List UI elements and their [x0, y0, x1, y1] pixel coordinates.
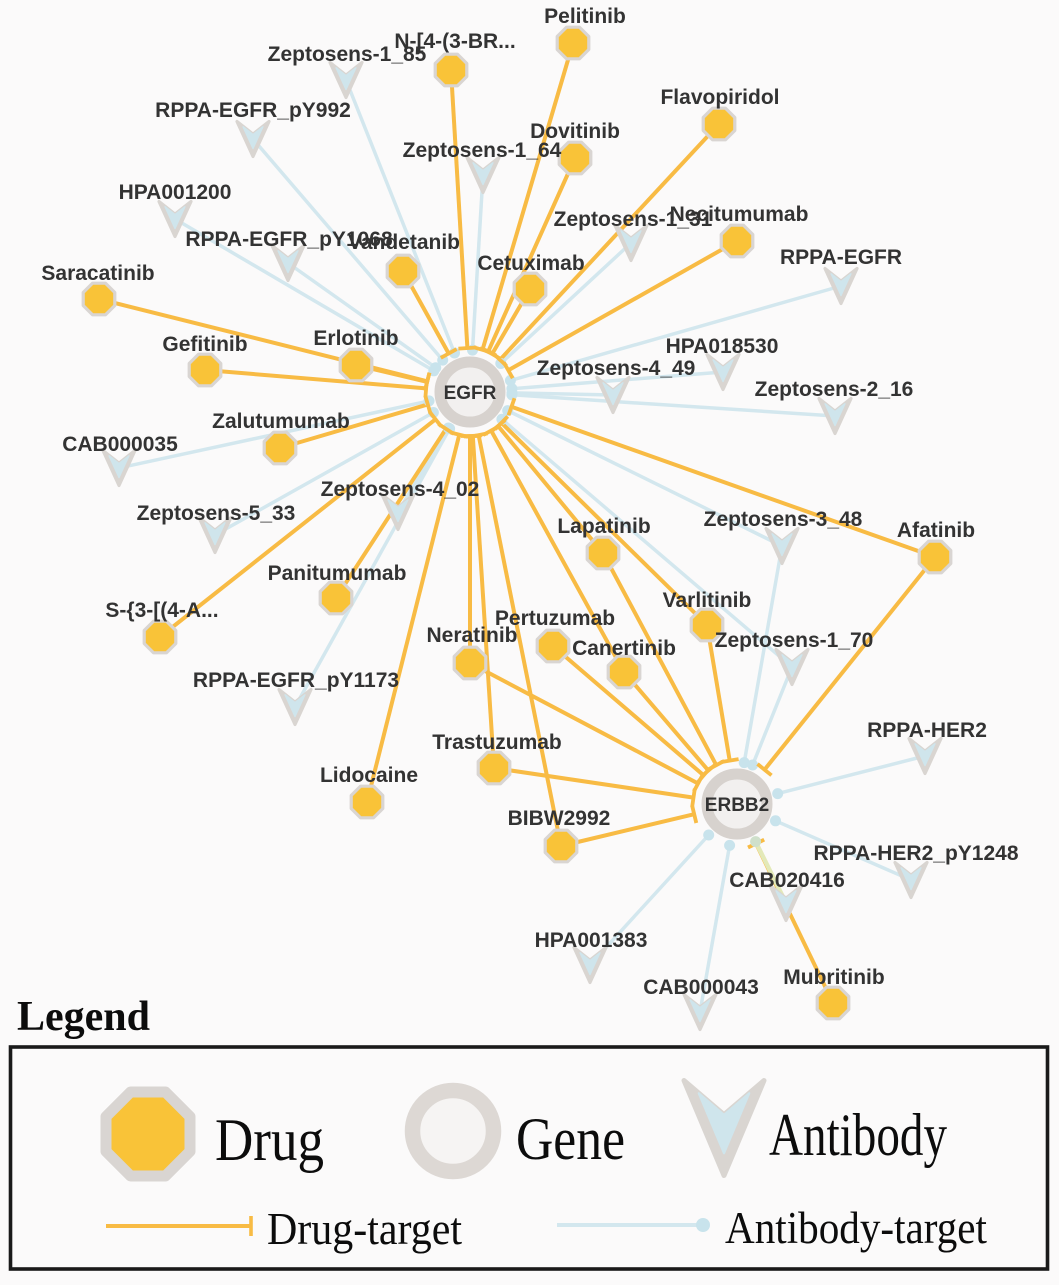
svg-text:Dovitinib: Dovitinib [530, 120, 620, 143]
svg-text:Antibody: Antibody [769, 1102, 947, 1168]
svg-text:Trastuzumab: Trastuzumab [432, 731, 562, 754]
svg-text:Pelitinib: Pelitinib [544, 5, 626, 28]
svg-text:Zeptosens-1_31: Zeptosens-1_31 [554, 208, 713, 231]
svg-text:CAB020416: CAB020416 [729, 869, 845, 892]
svg-text:Zeptosens-4_49: Zeptosens-4_49 [537, 357, 696, 380]
svg-text:Lapatinib: Lapatinib [557, 515, 650, 538]
svg-text:Saracatinib: Saracatinib [41, 262, 154, 285]
svg-text:ERBB2: ERBB2 [705, 795, 769, 816]
svg-text:Drug-target: Drug-target [267, 1204, 462, 1254]
svg-text:RPPA-HER2: RPPA-HER2 [867, 719, 987, 742]
svg-text:Neratinib: Neratinib [426, 624, 517, 647]
svg-text:RPPA-EGFR_pY1173: RPPA-EGFR_pY1173 [193, 669, 399, 692]
svg-text:RPPA-HER2_pY1248: RPPA-HER2_pY1248 [813, 842, 1018, 865]
svg-text:Zeptosens-1_64: Zeptosens-1_64 [403, 139, 562, 162]
svg-text:Erlotinib: Erlotinib [313, 327, 398, 350]
svg-text:BIBW2992: BIBW2992 [508, 807, 611, 830]
svg-text:Legend: Legend [17, 994, 150, 1040]
svg-text:Zeptosens-4_02: Zeptosens-4_02 [321, 478, 480, 501]
svg-text:Flavopiridol: Flavopiridol [660, 86, 779, 109]
svg-text:Afatinib: Afatinib [897, 519, 975, 542]
svg-text:Cetuximab: Cetuximab [477, 252, 584, 275]
svg-text:CAB000035: CAB000035 [62, 433, 178, 456]
svg-text:CAB000043: CAB000043 [643, 976, 759, 999]
svg-text:N-[4-(3-BR...: N-[4-(3-BR... [394, 30, 515, 53]
svg-text:Zeptosens-1_70: Zeptosens-1_70 [715, 629, 874, 652]
svg-text:Zalutumumab: Zalutumumab [212, 410, 350, 433]
svg-text:RPPA-EGFR_pY992: RPPA-EGFR_pY992 [155, 99, 351, 122]
svg-text:Mubritinib: Mubritinib [783, 966, 884, 989]
svg-text:Lidocaine: Lidocaine [320, 764, 418, 787]
svg-text:RPPA-EGFR_pY1068: RPPA-EGFR_pY1068 [185, 228, 393, 251]
svg-text:Zeptosens-3_48: Zeptosens-3_48 [704, 508, 863, 531]
svg-text:Necitumumab: Necitumumab [670, 203, 809, 226]
svg-text:HPA018530: HPA018530 [666, 335, 779, 358]
svg-text:Varlitinib: Varlitinib [663, 589, 752, 612]
svg-text:Zeptosens-1_85: Zeptosens-1_85 [268, 43, 427, 66]
svg-text:Zeptosens-5_33: Zeptosens-5_33 [137, 502, 296, 525]
svg-text:HPA001383: HPA001383 [535, 929, 648, 952]
svg-text:Drug: Drug [215, 1107, 324, 1173]
svg-text:Gefitinib: Gefitinib [162, 333, 247, 356]
svg-text:HPA001200: HPA001200 [119, 181, 232, 204]
svg-text:S-{3-[(4-A...: S-{3-[(4-A... [105, 599, 218, 622]
svg-text:RPPA-EGFR: RPPA-EGFR [780, 246, 902, 269]
svg-text:Panitumumab: Panitumumab [268, 562, 407, 585]
svg-text:Canertinib: Canertinib [572, 637, 676, 660]
svg-text:Zeptosens-2_16: Zeptosens-2_16 [755, 378, 914, 401]
svg-text:Gene: Gene [516, 1106, 625, 1172]
svg-text:Pertuzumab: Pertuzumab [495, 607, 615, 630]
svg-text:Vandetanib: Vandetanib [348, 231, 460, 254]
svg-text:EGFR: EGFR [444, 383, 497, 404]
svg-text:Antibody-target: Antibody-target [725, 1203, 987, 1253]
